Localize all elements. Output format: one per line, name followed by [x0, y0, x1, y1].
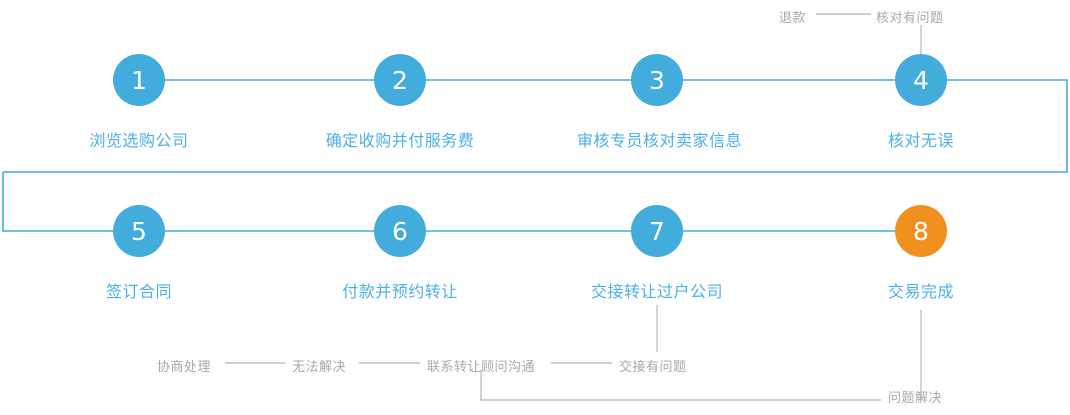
annotation-negotiate: 协商处理: [157, 360, 212, 375]
step-number-badge: 1: [113, 54, 165, 106]
connector-row2-entry-wrap: [2, 172, 113, 232]
step-node-5[interactable]: 5 签订合同: [59, 205, 219, 302]
annotation-refund: 退款: [779, 11, 807, 26]
step-label: 交接转让过户公司: [590, 282, 723, 301]
step-label: 浏览选购公司: [89, 131, 189, 150]
step-label: 签订合同: [105, 282, 172, 301]
step-node-7[interactable]: 7 交接转让过户公司: [577, 205, 737, 302]
annotation-handover-issue: 交接有问题: [619, 360, 687, 375]
step-number-badge: 8: [895, 205, 947, 257]
step-node-4[interactable]: 4 核对无误: [841, 54, 1001, 151]
annotation-contact-advisor: 联系转让顾问沟通: [427, 360, 536, 375]
step-label: 确定收购并付服务费: [325, 131, 475, 150]
step-node-1[interactable]: 1 浏览选购公司: [59, 54, 219, 151]
step-node-2[interactable]: 2 确定收购并付服务费: [320, 54, 480, 151]
step-number-badge: 4: [895, 54, 947, 106]
annotation-problem-solved: 问题解决: [888, 391, 943, 406]
step-number-badge: 7: [631, 205, 683, 257]
annotation-unresolvable: 无法解决: [292, 360, 347, 375]
step-label: 审核专员核对卖家信息: [577, 131, 743, 150]
step-number-badge: 3: [631, 54, 683, 106]
connector-advisor-to-problem-solved: [480, 370, 881, 401]
step-node-6[interactable]: 6 付款并预约转让: [320, 205, 480, 302]
step-node-3[interactable]: 3 审核专员核对卖家信息: [577, 54, 743, 151]
step-label: 核对无误: [887, 131, 954, 150]
step-number-badge: 6: [374, 205, 426, 257]
step-label: 付款并预约转让: [342, 282, 458, 301]
annotation-check-problem: 核对有问题: [876, 11, 944, 26]
step-node-8[interactable]: 8 交易完成: [841, 205, 1001, 302]
connector-4-to-row2-wrap: [3, 79, 1068, 173]
step-number-badge: 5: [113, 205, 165, 257]
step-label: 交易完成: [887, 282, 954, 301]
step-number-badge: 2: [374, 54, 426, 106]
